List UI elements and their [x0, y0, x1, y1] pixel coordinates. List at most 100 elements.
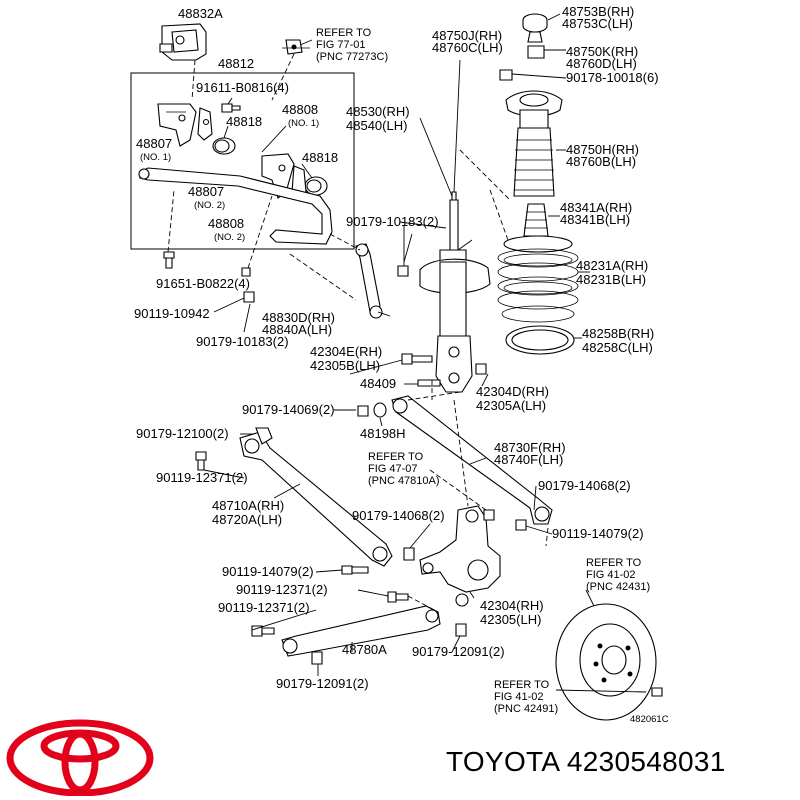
label-42305B: 42305B(LH) — [310, 358, 380, 373]
brand-part-number: TOYOTA 4230548031 — [446, 746, 726, 777]
label-48753B: 48753B(RH) — [562, 4, 634, 19]
part-48830D-stabilizer-link[interactable] — [355, 243, 383, 319]
label-48231A: 48231A(RH) — [576, 258, 648, 273]
svg-text:REFER TO: REFER TO — [494, 679, 550, 691]
stabilizer-group-frame — [130, 72, 355, 250]
toyota-logo — [6, 719, 154, 796]
label-90179-14069: 90179-14069(2) — [242, 402, 335, 417]
part-42304E-bolt[interactable] — [401, 353, 433, 365]
part-91611-bolt[interactable] — [221, 103, 241, 113]
svg-text:FIG 47-07: FIG 47-07 — [368, 463, 418, 475]
part-42304-carrier[interactable] — [419, 505, 501, 607]
part-48818-bushing-b[interactable] — [304, 176, 328, 196]
part-90179-12091-nut-a[interactable] — [455, 623, 467, 637]
label-48807-no1: 48807 — [136, 136, 172, 151]
label-90119-10942: 90119-10942 — [134, 306, 210, 321]
refer-to-fig-41-02-screw: REFER TO FIG 41-02 (PNC 42491) — [494, 679, 558, 715]
part-90179-14068-nut-b[interactable] — [403, 547, 415, 561]
part-90178-nut[interactable] — [499, 69, 513, 81]
svg-text:REFER TO: REFER TO — [586, 557, 642, 569]
part-48750H-upper-support[interactable] — [505, 90, 563, 197]
label-42304D: 42304D(RH) — [476, 384, 549, 399]
part-90119-14079-bolt-b[interactable] — [341, 565, 369, 575]
label-48720A: 48720A(LH) — [212, 512, 282, 527]
part-48409-bolt[interactable] — [417, 379, 441, 387]
label-90119-12371-c: 90119-12371(2) — [218, 600, 310, 615]
part-90179-12100-nut[interactable] — [255, 427, 273, 445]
label-48730F: 48730F(RH) — [494, 440, 566, 455]
part-90119-14079-bolt-a[interactable] — [515, 519, 527, 531]
part-48231A-coil-spring[interactable] — [497, 235, 579, 323]
label-48818-a: 48818 — [226, 114, 262, 129]
label-48740F: 48740F(LH) — [494, 452, 563, 467]
refer-to-fig-47-07: REFER TO FIG 47-07 (PNC 47810A) — [368, 451, 440, 487]
label-48710A: 48710A(RH) — [212, 498, 284, 513]
part-stabilizer-bar[interactable] — [138, 167, 333, 245]
refer-to-fig-41-02-disc: REFER TO FIG 41-02 (PNC 42431) — [586, 557, 650, 593]
part-90179-14068-nut-a[interactable] — [483, 509, 495, 521]
part-90179-12091-nut-b[interactable] — [311, 651, 323, 665]
part-48808-no1-bracket[interactable] — [197, 107, 213, 141]
part-90119-12371-bolt-a[interactable] — [195, 451, 207, 471]
part-48812-clip[interactable] — [282, 39, 310, 55]
part-48818-bushing-a[interactable] — [212, 137, 236, 155]
part-48780A-toe-control-arm[interactable] — [281, 605, 441, 657]
part-48710A-lower-arm[interactable] — [239, 431, 393, 567]
label-48753C: 48753C(LH) — [562, 16, 633, 31]
label-48750J: 48750J(RH) — [432, 28, 502, 43]
label-48830D: 48830D(RH) — [262, 310, 335, 325]
label-42304E: 42304E(RH) — [310, 344, 382, 359]
part-48807-no1-bracket[interactable] — [157, 103, 197, 147]
label-48530: 48530(RH) — [346, 104, 410, 119]
label-figure-code: 482061C — [630, 714, 669, 725]
label-90179-12091-a: 90179-12091(2) — [412, 644, 505, 659]
label-48812: 48812 — [218, 56, 254, 71]
label-42304: 42304(RH) — [480, 598, 544, 613]
label-42305: 42305(LH) — [480, 612, 541, 627]
label-48258B: 48258B(RH) — [582, 326, 654, 341]
part-90119-12371-bolt-b[interactable] — [387, 591, 409, 603]
part-48198H-washer[interactable] — [373, 402, 387, 418]
part-48258B-spring-insulator[interactable] — [505, 325, 575, 355]
label-48807-no1-note: (NO. 1) — [140, 152, 171, 163]
part-90119-10942-nut[interactable] — [241, 267, 255, 303]
svg-text:FIG 41-02: FIG 41-02 — [586, 569, 636, 581]
refer-to-fig-77-01: REFER TO FIG 77-01 (PNC 77273C) — [316, 27, 388, 63]
part-90179-14069-nut[interactable] — [357, 405, 369, 417]
part-48832A-bracket[interactable] — [159, 23, 207, 61]
label-48808-no2-note: (NO. 2) — [214, 232, 245, 243]
label-48807-no2-note: (NO. 2) — [194, 200, 225, 211]
part-48730F-upper-control-arm[interactable] — [391, 395, 553, 525]
part-90119-12371-bolt-c[interactable] — [251, 625, 275, 637]
label-48760D: 48760D(LH) — [566, 56, 637, 71]
label-90119-14079-b: 90119-14079(2) — [222, 564, 314, 579]
label-90179-10183-a: 90179-10183(2) — [346, 214, 439, 229]
label-48760C: 48760C(LH) — [432, 40, 503, 55]
label-48808-no1-note: (NO. 1) — [288, 118, 319, 129]
svg-text:REFER TO: REFER TO — [368, 451, 424, 463]
part-90179-10183-nut-a[interactable] — [397, 265, 409, 277]
label-42305A: 42305A(LH) — [476, 398, 546, 413]
part-brake-disc[interactable] — [555, 603, 657, 721]
part-42304D-nut[interactable] — [475, 363, 487, 375]
label-48840A: 48840A(LH) — [262, 322, 332, 337]
label-90179-14068-b: 90179-14068(2) — [352, 508, 445, 523]
label-90179-10183-b: 90179-10183(2) — [196, 334, 289, 349]
label-48818-b: 48818 — [302, 150, 338, 165]
label-48760B: 48760B(LH) — [566, 154, 636, 169]
part-91651-bolt[interactable] — [163, 251, 175, 269]
label-48832A: 48832A — [178, 6, 223, 21]
label-48750H: 48750H(RH) — [566, 142, 639, 157]
label-48198H: 48198H — [360, 426, 406, 441]
part-48753B-cap[interactable] — [522, 13, 548, 33]
part-48341A-bump-stopper[interactable] — [523, 203, 549, 237]
label-91651: 91651-B0822(4) — [156, 276, 250, 291]
part-48750K-nut[interactable] — [527, 31, 545, 59]
label-90119-12371-b: 90119-12371(2) — [236, 582, 328, 597]
svg-text:FIG 77-01: FIG 77-01 — [316, 39, 366, 51]
part-disc-screw[interactable] — [651, 687, 663, 697]
label-48409: 48409 — [360, 376, 396, 391]
label-90119-12371-a: 90119-12371(2) — [156, 470, 248, 485]
label-48807-no2: 48807 — [188, 184, 224, 199]
label-90178: 90178-10018(6) — [566, 70, 659, 85]
